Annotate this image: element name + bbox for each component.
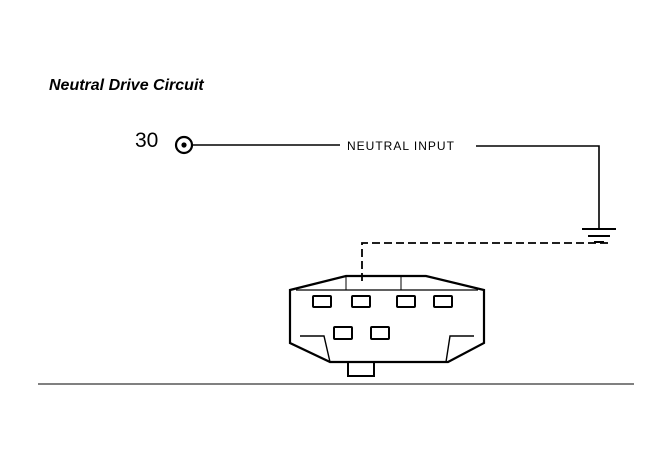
wire-label: NEUTRAL INPUT <box>347 139 455 153</box>
wire-right-segment <box>476 145 600 228</box>
diagram-title: Neutral Drive Circuit <box>49 77 204 94</box>
terminal-ring-icon <box>174 135 194 155</box>
connector-plug <box>288 274 486 377</box>
ground-icon <box>582 228 616 243</box>
terminal-number: 30 <box>135 129 158 152</box>
dashed-connection <box>361 242 612 281</box>
